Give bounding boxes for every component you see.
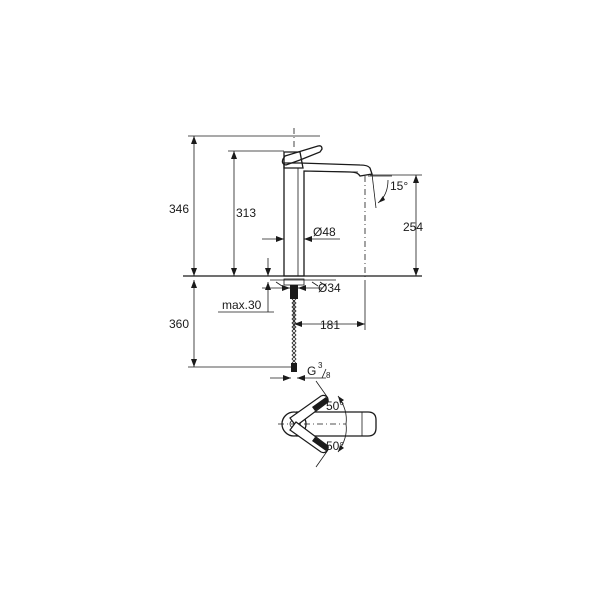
- outlet-height-label: 254: [403, 220, 423, 234]
- thread-g-label: G: [307, 364, 316, 378]
- dim-total-height: 346: [169, 135, 320, 276]
- hole-diameter-label: Ø34: [318, 281, 341, 295]
- hose-fitting: [291, 363, 297, 372]
- dim-spout-height: 313: [228, 150, 284, 276]
- lever-angle-bottom-label: 50°: [326, 439, 344, 453]
- lever-position-down: 50°: [289, 421, 347, 468]
- hose-length-label: 360: [169, 317, 189, 331]
- dim-hose-length: 360: [169, 280, 292, 368]
- spout-reach-label: 181: [320, 318, 340, 332]
- max-deck-label: max.30: [222, 298, 262, 312]
- faucet-side-view: [183, 128, 422, 372]
- body-diameter-label: Ø48: [313, 225, 336, 239]
- spout-underline: [303, 170, 359, 173]
- lever-position-up: 50°: [289, 380, 347, 427]
- dim-spout-angle: 15°: [368, 173, 408, 209]
- faucet-top-view: 50° 50°: [278, 380, 377, 468]
- spout-height-label: 313: [236, 206, 256, 220]
- dim-spout-reach: 181: [293, 280, 366, 332]
- lever-angle-top-label: 50°: [326, 399, 344, 413]
- top-spout-outline: [296, 411, 377, 437]
- spout-outline: [283, 162, 373, 277]
- spout-angle-label: 15°: [390, 179, 408, 193]
- dim-body-diameter: Ø48: [262, 225, 340, 242]
- lever-handle: [281, 145, 323, 166]
- dim-outlet-height: 254: [370, 174, 423, 276]
- thread-denominator: 8: [326, 371, 331, 380]
- mount-hatch: [275, 281, 327, 287]
- dim-connection-thread: G 3 8: [270, 361, 331, 381]
- supply-hose: [291, 298, 297, 364]
- dim-hole-diameter: Ø34: [262, 281, 341, 295]
- dim-max-deck: max.30: [218, 258, 274, 313]
- thread-numerator: 3: [318, 361, 323, 370]
- total-height-label: 346: [169, 202, 189, 216]
